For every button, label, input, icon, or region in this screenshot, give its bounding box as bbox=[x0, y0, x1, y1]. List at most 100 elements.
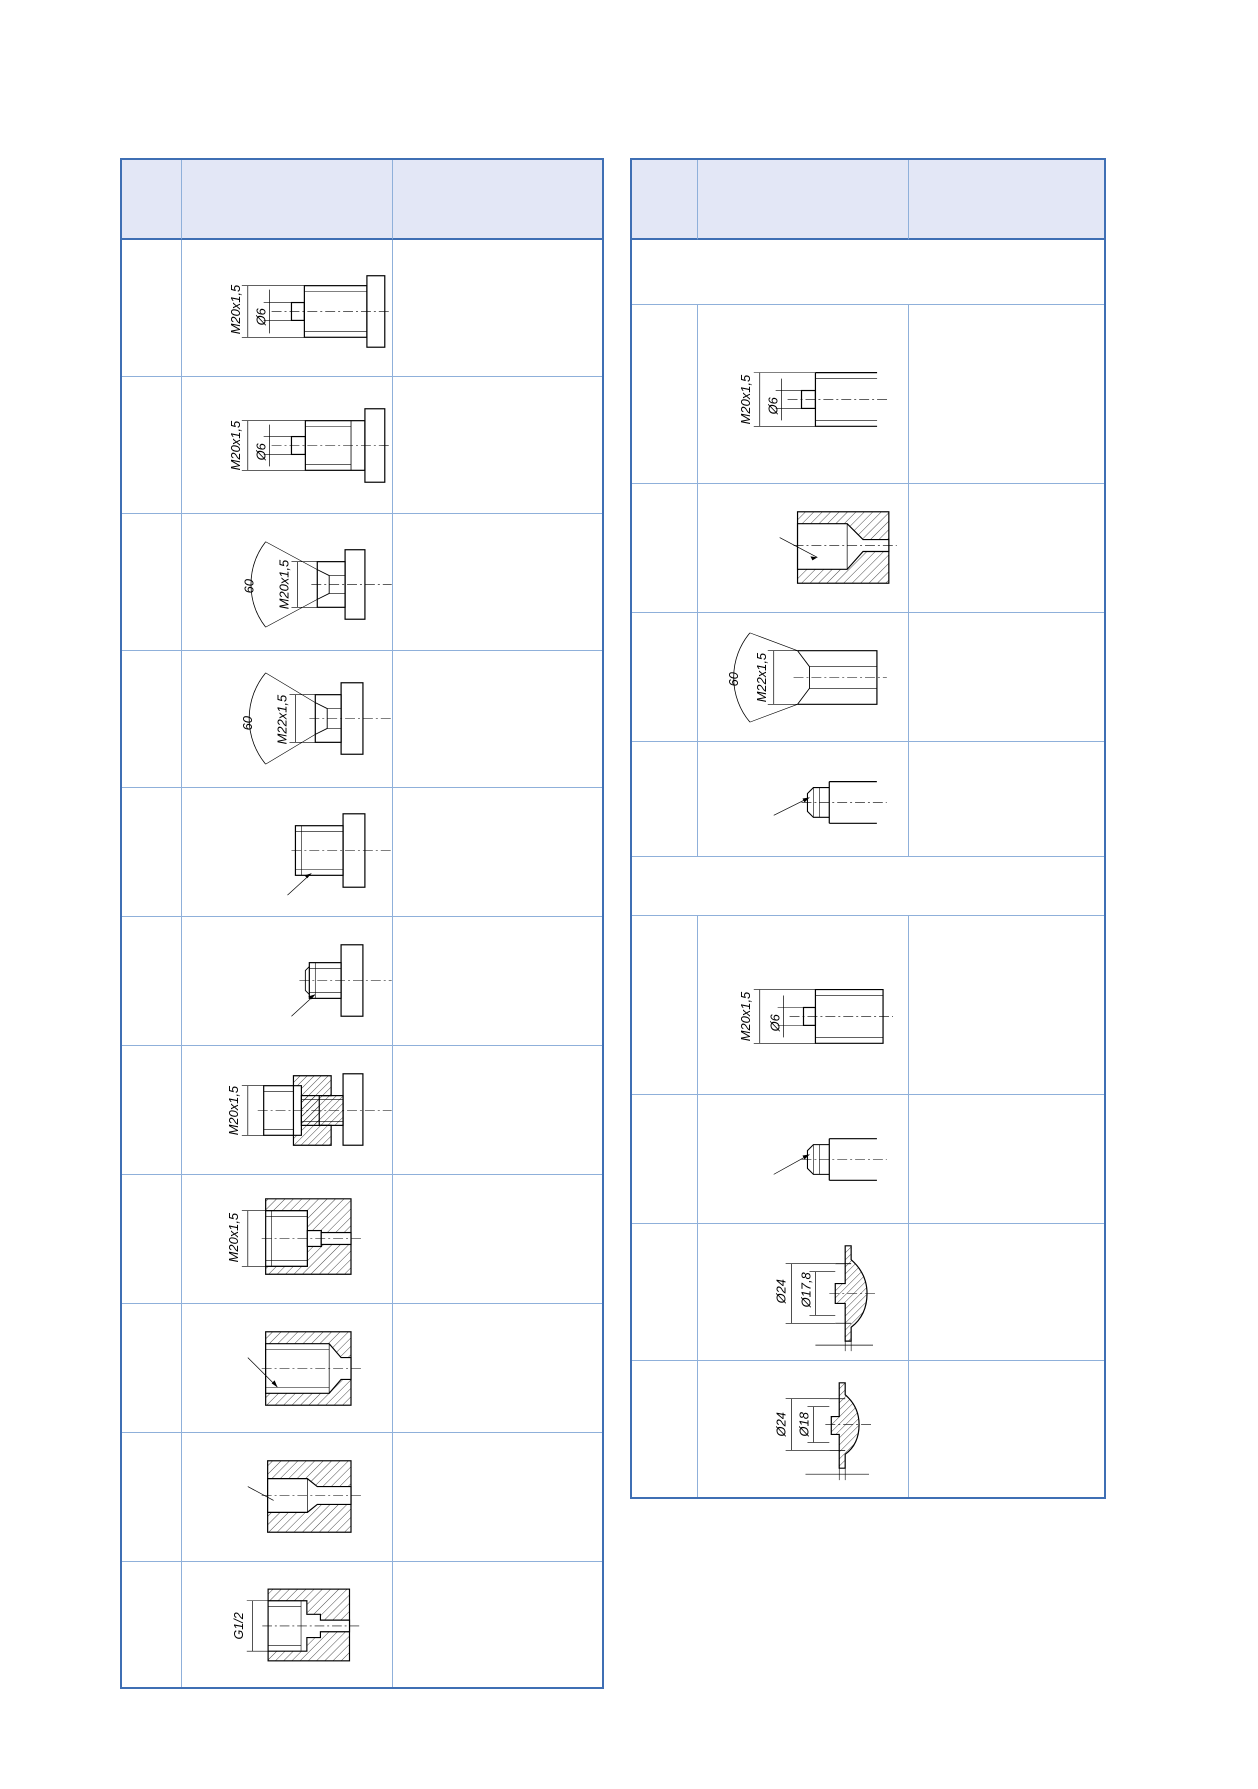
connection-drawing: M20x1,5 bbox=[182, 1046, 393, 1175]
description-cell bbox=[393, 1304, 602, 1433]
table-row-number bbox=[122, 514, 182, 651]
thread-label: M22x1,5 bbox=[275, 694, 290, 744]
diameter-label: Ø18 bbox=[796, 1411, 811, 1437]
connection-drawing bbox=[182, 1304, 393, 1433]
socket-pipe-thread-drawing: G1/2 bbox=[232, 1588, 360, 1662]
table-row-number bbox=[122, 651, 182, 788]
table-row-number bbox=[122, 788, 182, 917]
shaft-male-thread-long-drawing: M20x1,5 Ø6 bbox=[738, 988, 893, 1044]
table-row-number bbox=[632, 1224, 698, 1361]
thread-label: M20x1,5 bbox=[276, 559, 291, 609]
right-connection-table: M20x1,5 Ø6 bbox=[630, 158, 1106, 1499]
description-cell bbox=[393, 1433, 602, 1562]
diameter-label: Ø24 bbox=[774, 1279, 789, 1304]
description-cell bbox=[393, 788, 602, 917]
right-header-col-1 bbox=[632, 160, 698, 240]
connection-drawing: M20x1,5 Ø6 bbox=[182, 240, 393, 377]
shaft-cone-60-drawing: 60 M22x1,5 bbox=[726, 632, 887, 723]
description-cell bbox=[909, 613, 1104, 742]
union-nut-coupling-drawing: M20x1,5 bbox=[226, 1073, 392, 1146]
table-row-number bbox=[632, 484, 698, 613]
section-heading bbox=[632, 240, 1104, 305]
connection-drawing: M20x1,5 Ø6 bbox=[698, 305, 909, 484]
connection-drawing bbox=[182, 788, 393, 917]
table-row-number bbox=[632, 1361, 698, 1497]
thread-label: M20x1,5 bbox=[228, 420, 243, 470]
connection-drawing bbox=[182, 1433, 393, 1562]
thread-label: G1/2 bbox=[232, 1612, 246, 1639]
socket-small-leader-drawing bbox=[247, 1460, 361, 1533]
angle-label: 60 bbox=[240, 715, 255, 730]
connection-drawing: M20x1,5 Ø6 bbox=[698, 916, 909, 1095]
description-cell bbox=[909, 742, 1104, 857]
description-cell bbox=[393, 917, 602, 1046]
diameter-label: Ø17,8 bbox=[798, 1271, 813, 1308]
table-row-number bbox=[122, 1046, 182, 1175]
stud-short-leader-drawing bbox=[291, 944, 392, 1017]
table-row-number bbox=[632, 1095, 698, 1224]
right-header-col-3 bbox=[909, 160, 1104, 240]
cone-female-60-drawing: 60 M22x1,5 bbox=[240, 672, 392, 765]
stud-blind-hole-leader-drawing-main bbox=[287, 813, 392, 896]
description-cell bbox=[393, 1562, 602, 1687]
diameter-label: Ø6 bbox=[254, 442, 269, 461]
description-cell bbox=[909, 305, 1104, 484]
description-cell bbox=[393, 514, 602, 651]
shaft-tip-leader-drawing bbox=[773, 781, 887, 824]
angle-label: 60 bbox=[242, 578, 257, 593]
description-cell bbox=[393, 377, 602, 514]
connection-drawing: M20x1,5 bbox=[182, 1175, 393, 1304]
connection-drawing bbox=[698, 1095, 909, 1224]
left-header-col-1 bbox=[122, 160, 182, 240]
thread-label: M20x1,5 bbox=[738, 991, 753, 1041]
description-cell bbox=[909, 1095, 1104, 1224]
socket-female-thread-drawing: M20x1,5 bbox=[226, 1198, 361, 1275]
flange-seal-drawing: Ø24 Ø17,8 bbox=[774, 1245, 877, 1352]
description-cell bbox=[393, 240, 602, 377]
table-row-number bbox=[122, 1433, 182, 1562]
table-row-number bbox=[122, 1304, 182, 1433]
description-cell bbox=[909, 484, 1104, 613]
thread-label: M20x1,5 bbox=[228, 284, 243, 334]
connection-drawing: Ø24 Ø17,8 bbox=[698, 1224, 909, 1361]
diameter-label: Ø6 bbox=[766, 396, 781, 415]
table-row-number bbox=[122, 240, 182, 377]
table-row-number bbox=[632, 613, 698, 742]
left-header-col-3 bbox=[393, 160, 602, 240]
connection-drawing: G1/2 bbox=[182, 1562, 393, 1687]
thread-label: M22x1,5 bbox=[754, 652, 769, 702]
table-row-number bbox=[632, 916, 698, 1095]
spigot-male-thread-undercut-drawing: M20x1,5 Ø6 bbox=[228, 408, 392, 483]
diameter-label: Ø6 bbox=[254, 307, 269, 326]
thread-label: M20x1,5 bbox=[226, 1085, 241, 1135]
right-header-col-2 bbox=[698, 160, 909, 240]
section-heading bbox=[632, 857, 1104, 916]
table-row-number bbox=[122, 377, 182, 514]
description-cell bbox=[393, 1175, 602, 1304]
connection-drawing: Ø24 Ø18 bbox=[698, 1361, 909, 1497]
flange-seal-drawing: Ø24 Ø18 bbox=[774, 1382, 873, 1481]
table-row-number bbox=[632, 305, 698, 484]
connection-drawing: M20x1,5 Ø6 bbox=[182, 377, 393, 514]
diameter-label: Ø6 bbox=[768, 1013, 783, 1032]
shaft-male-thread-drawing: M20x1,5 Ø6 bbox=[738, 372, 888, 427]
thread-label: M20x1,5 bbox=[738, 374, 753, 424]
connection-drawing bbox=[698, 742, 909, 857]
table-row-number bbox=[632, 742, 698, 857]
cone-female-60-drawing: 60 M20x1,5 bbox=[242, 541, 392, 628]
table-row-number bbox=[122, 917, 182, 1046]
table-row-number bbox=[122, 1175, 182, 1304]
cone-seat-leader-drawing bbox=[779, 511, 897, 584]
description-cell bbox=[909, 1361, 1104, 1497]
description-cell bbox=[393, 651, 602, 788]
description-cell bbox=[393, 1046, 602, 1175]
connection-drawing bbox=[182, 917, 393, 1046]
spigot-male-thread-drawing: M20x1,5 Ø6 bbox=[228, 275, 392, 348]
angle-label: 60 bbox=[726, 671, 741, 686]
socket-cone-leader-drawing bbox=[247, 1331, 361, 1406]
shaft-tip-leader-drawing bbox=[773, 1138, 887, 1181]
connection-drawing bbox=[698, 484, 909, 613]
connection-drawing: 60 M22x1,5 bbox=[182, 651, 393, 788]
table-row-number bbox=[122, 1562, 182, 1687]
connection-drawing: 60 M22x1,5 bbox=[698, 613, 909, 742]
